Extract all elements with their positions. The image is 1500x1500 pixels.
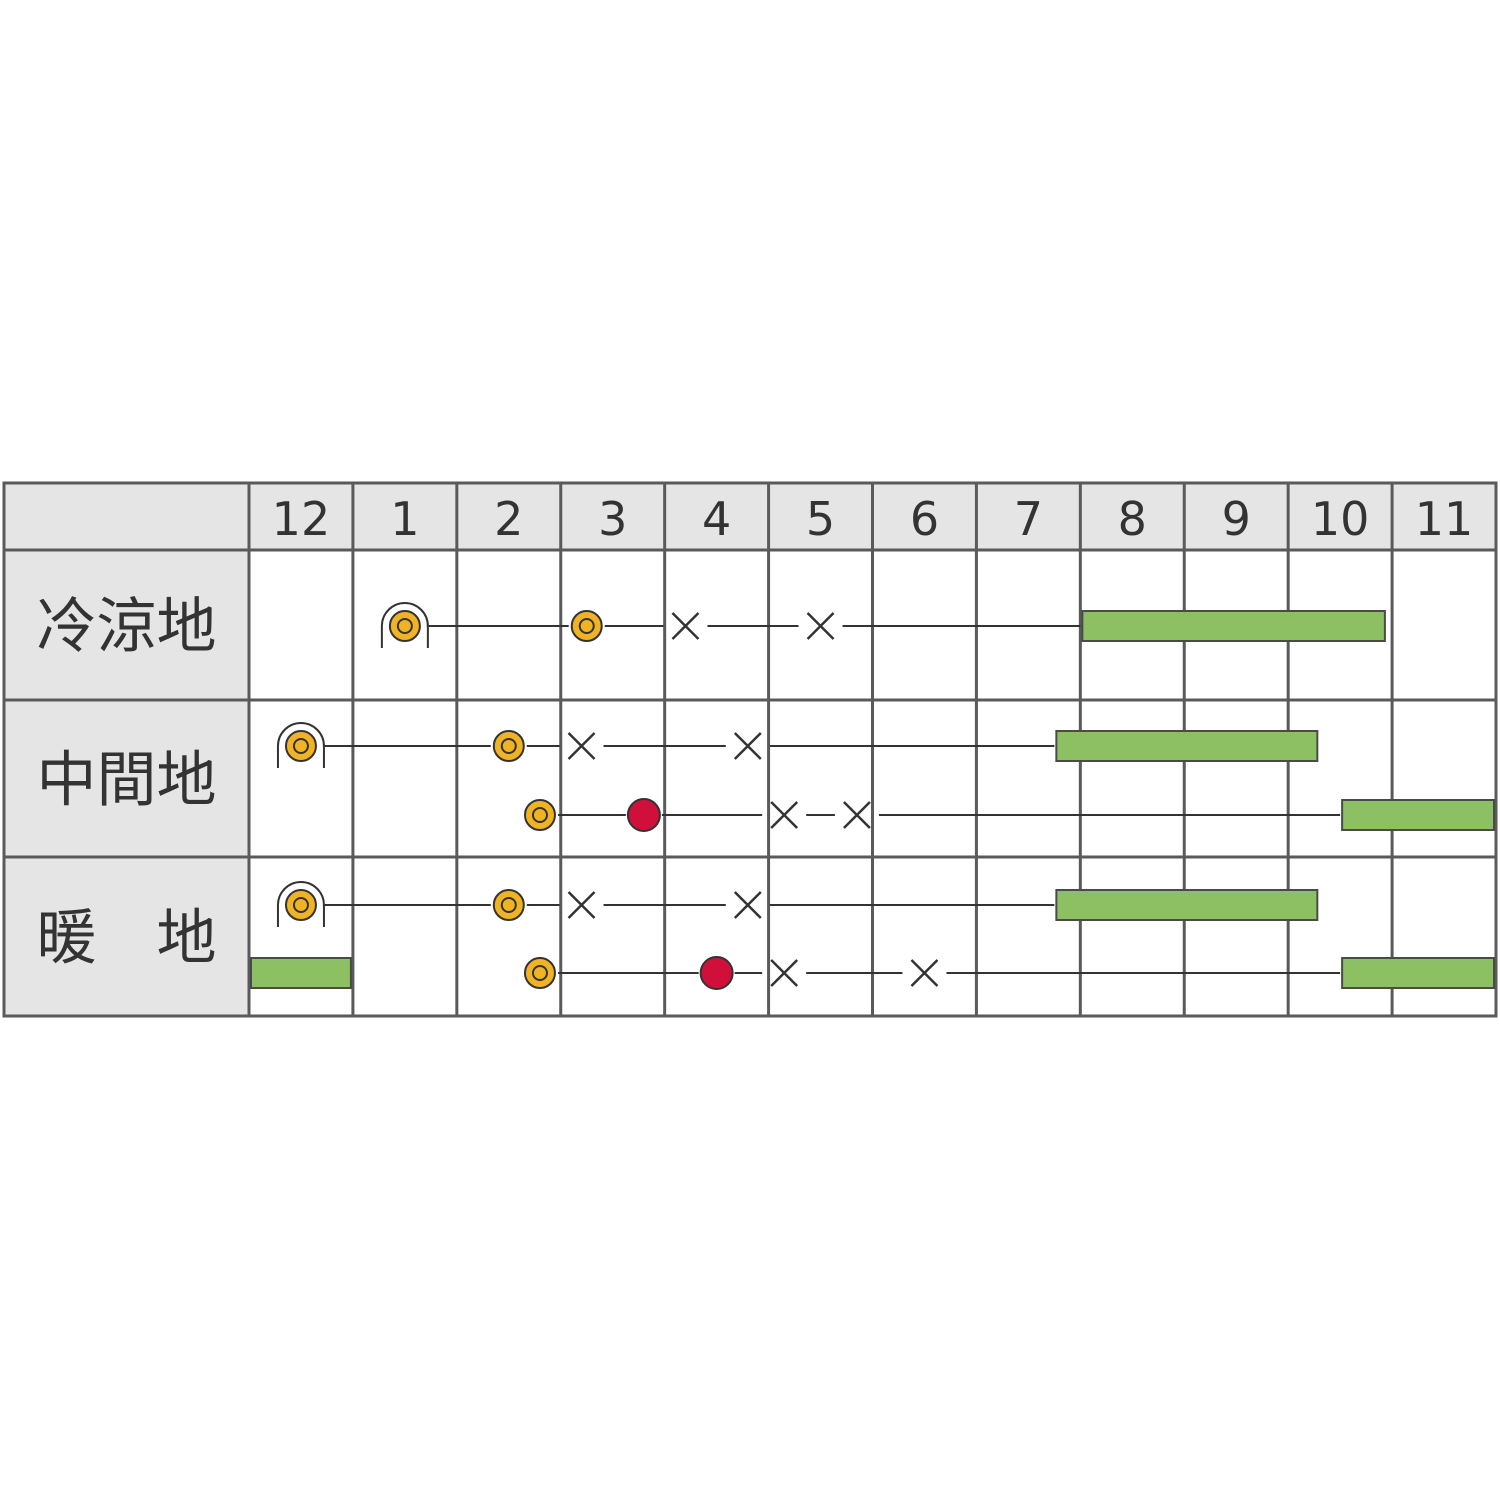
sowing-icon-inner	[531, 965, 548, 981]
sowing-icon	[388, 610, 421, 642]
region-label: 冷涼地	[37, 592, 217, 662]
cross-icon	[733, 732, 762, 760]
month-label: 4	[702, 492, 731, 546]
harvest-bar	[250, 957, 352, 989]
month-label: 2	[494, 492, 523, 546]
cross-icon	[843, 801, 871, 829]
harvest-bar	[1081, 610, 1386, 642]
cross-icon	[567, 891, 596, 919]
cross-icon	[671, 612, 700, 640]
harvest-bar	[1055, 730, 1319, 762]
schedule-rows	[250, 602, 1495, 990]
month-label: 6	[910, 492, 939, 546]
schedule-row	[523, 798, 1495, 832]
schedule-row	[380, 602, 1386, 648]
sowing-icon-inner	[292, 897, 309, 913]
region-label-background	[4, 700, 249, 857]
sowing-icon-inner	[500, 897, 517, 913]
region-label: 暖 地	[37, 904, 217, 974]
month-label: 12	[272, 492, 331, 546]
month-label: 7	[1014, 492, 1043, 546]
sowing-icon-inner	[500, 738, 517, 754]
sowing-icon	[284, 889, 317, 921]
tunnel-icon	[276, 722, 325, 768]
month-label: 8	[1118, 492, 1147, 546]
planting-icon	[699, 956, 734, 990]
sowing-icon-inner	[396, 618, 413, 634]
month-label: 5	[806, 492, 835, 546]
sowing-icon	[523, 799, 556, 831]
cross-icon	[567, 732, 596, 760]
sowing-icon	[492, 730, 525, 762]
header-row	[4, 483, 1496, 1016]
schedule-row	[250, 956, 1495, 990]
sowing-icon	[523, 957, 556, 989]
harvest-bar	[1341, 957, 1495, 989]
cross-icon	[733, 891, 762, 919]
tunnel-icon	[380, 602, 429, 648]
header-background	[4, 483, 1496, 550]
sowing-icon-inner	[292, 738, 309, 754]
region-label-background	[4, 550, 249, 700]
sowing-icon-inner	[531, 807, 548, 823]
month-label: 11	[1415, 492, 1474, 546]
harvest-bar	[1341, 799, 1495, 831]
month-label: 9	[1222, 492, 1251, 546]
planting-icon	[626, 798, 661, 832]
region-label-background	[4, 857, 249, 1016]
schedule-row	[276, 881, 1319, 927]
region-label: 中間地	[37, 746, 217, 816]
tunnel-icon	[276, 881, 325, 927]
month-label: 3	[598, 492, 627, 546]
cross-icon	[770, 959, 799, 987]
sowing-icon	[492, 889, 525, 921]
sowing-icon	[284, 730, 317, 762]
month-label: 10	[1311, 492, 1370, 546]
cross-icon	[806, 612, 835, 640]
sowing-icon	[570, 610, 603, 642]
schedule-row	[276, 722, 1319, 768]
harvest-bar	[1055, 889, 1319, 921]
grid	[2, 481, 1498, 1018]
sowing-icon-inner	[578, 618, 595, 634]
cross-icon	[910, 959, 939, 987]
month-label: 1	[390, 492, 419, 546]
table-border	[2, 481, 1498, 1018]
cross-icon	[770, 801, 799, 829]
